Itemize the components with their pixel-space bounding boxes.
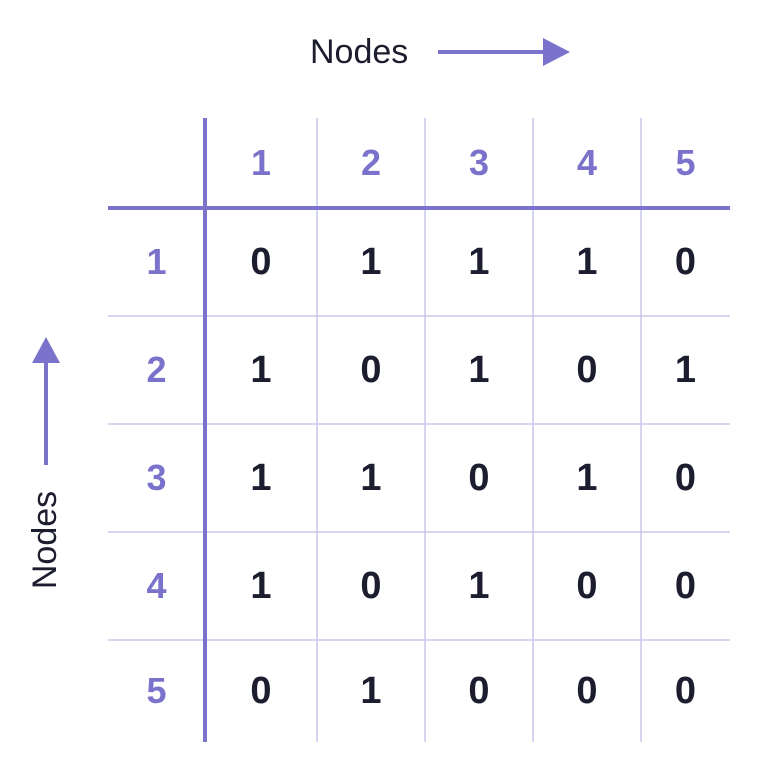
matrix-cell: 0 — [674, 456, 697, 499]
matrix-cell: 1 — [360, 456, 382, 499]
row-header: 1 — [146, 241, 167, 282]
row-header: 2 — [146, 349, 167, 390]
column-header: 3 — [468, 142, 490, 183]
matrix-cell: 0 — [468, 669, 490, 712]
matrix-cell: 1 — [576, 456, 598, 499]
matrix-cell: 0 — [674, 240, 697, 283]
matrix-cell: 0 — [576, 348, 598, 391]
matrix-cell: 0 — [360, 564, 382, 607]
column-header: 4 — [576, 142, 598, 183]
top-axis-label: Nodes — [310, 33, 409, 71]
matrix-cell: 0 — [360, 348, 382, 391]
matrix-cell: 0 — [674, 564, 697, 607]
matrix-cell: 1 — [468, 564, 490, 607]
matrix-cell: 1 — [250, 564, 272, 607]
matrix-cell: 0 — [576, 669, 598, 712]
matrix-cell: 0 — [468, 456, 490, 499]
column-header: 2 — [360, 142, 382, 183]
matrix-cell: 0 — [250, 240, 272, 283]
matrix-cell: 1 — [674, 348, 697, 391]
matrix-cell: 1 — [250, 456, 272, 499]
matrix-cell: 1 — [360, 240, 382, 283]
matrix-cell: 1 — [250, 348, 272, 391]
column-header: 5 — [675, 142, 696, 183]
column-header: 1 — [250, 142, 272, 183]
right-arrow-icon — [438, 38, 570, 66]
matrix-cell: 1 — [468, 240, 490, 283]
matrix-cell: 0 — [250, 669, 272, 712]
matrix-cell: 1 — [468, 348, 490, 391]
row-header: 5 — [146, 670, 167, 711]
row-header: 4 — [146, 565, 167, 606]
matrix-cell: 0 — [674, 669, 697, 712]
row-header: 3 — [146, 457, 167, 498]
matrix-cell: 1 — [360, 669, 382, 712]
up-arrow-icon — [32, 337, 60, 465]
matrix-cell: 1 — [576, 240, 598, 283]
matrix-cell: 0 — [576, 564, 598, 607]
